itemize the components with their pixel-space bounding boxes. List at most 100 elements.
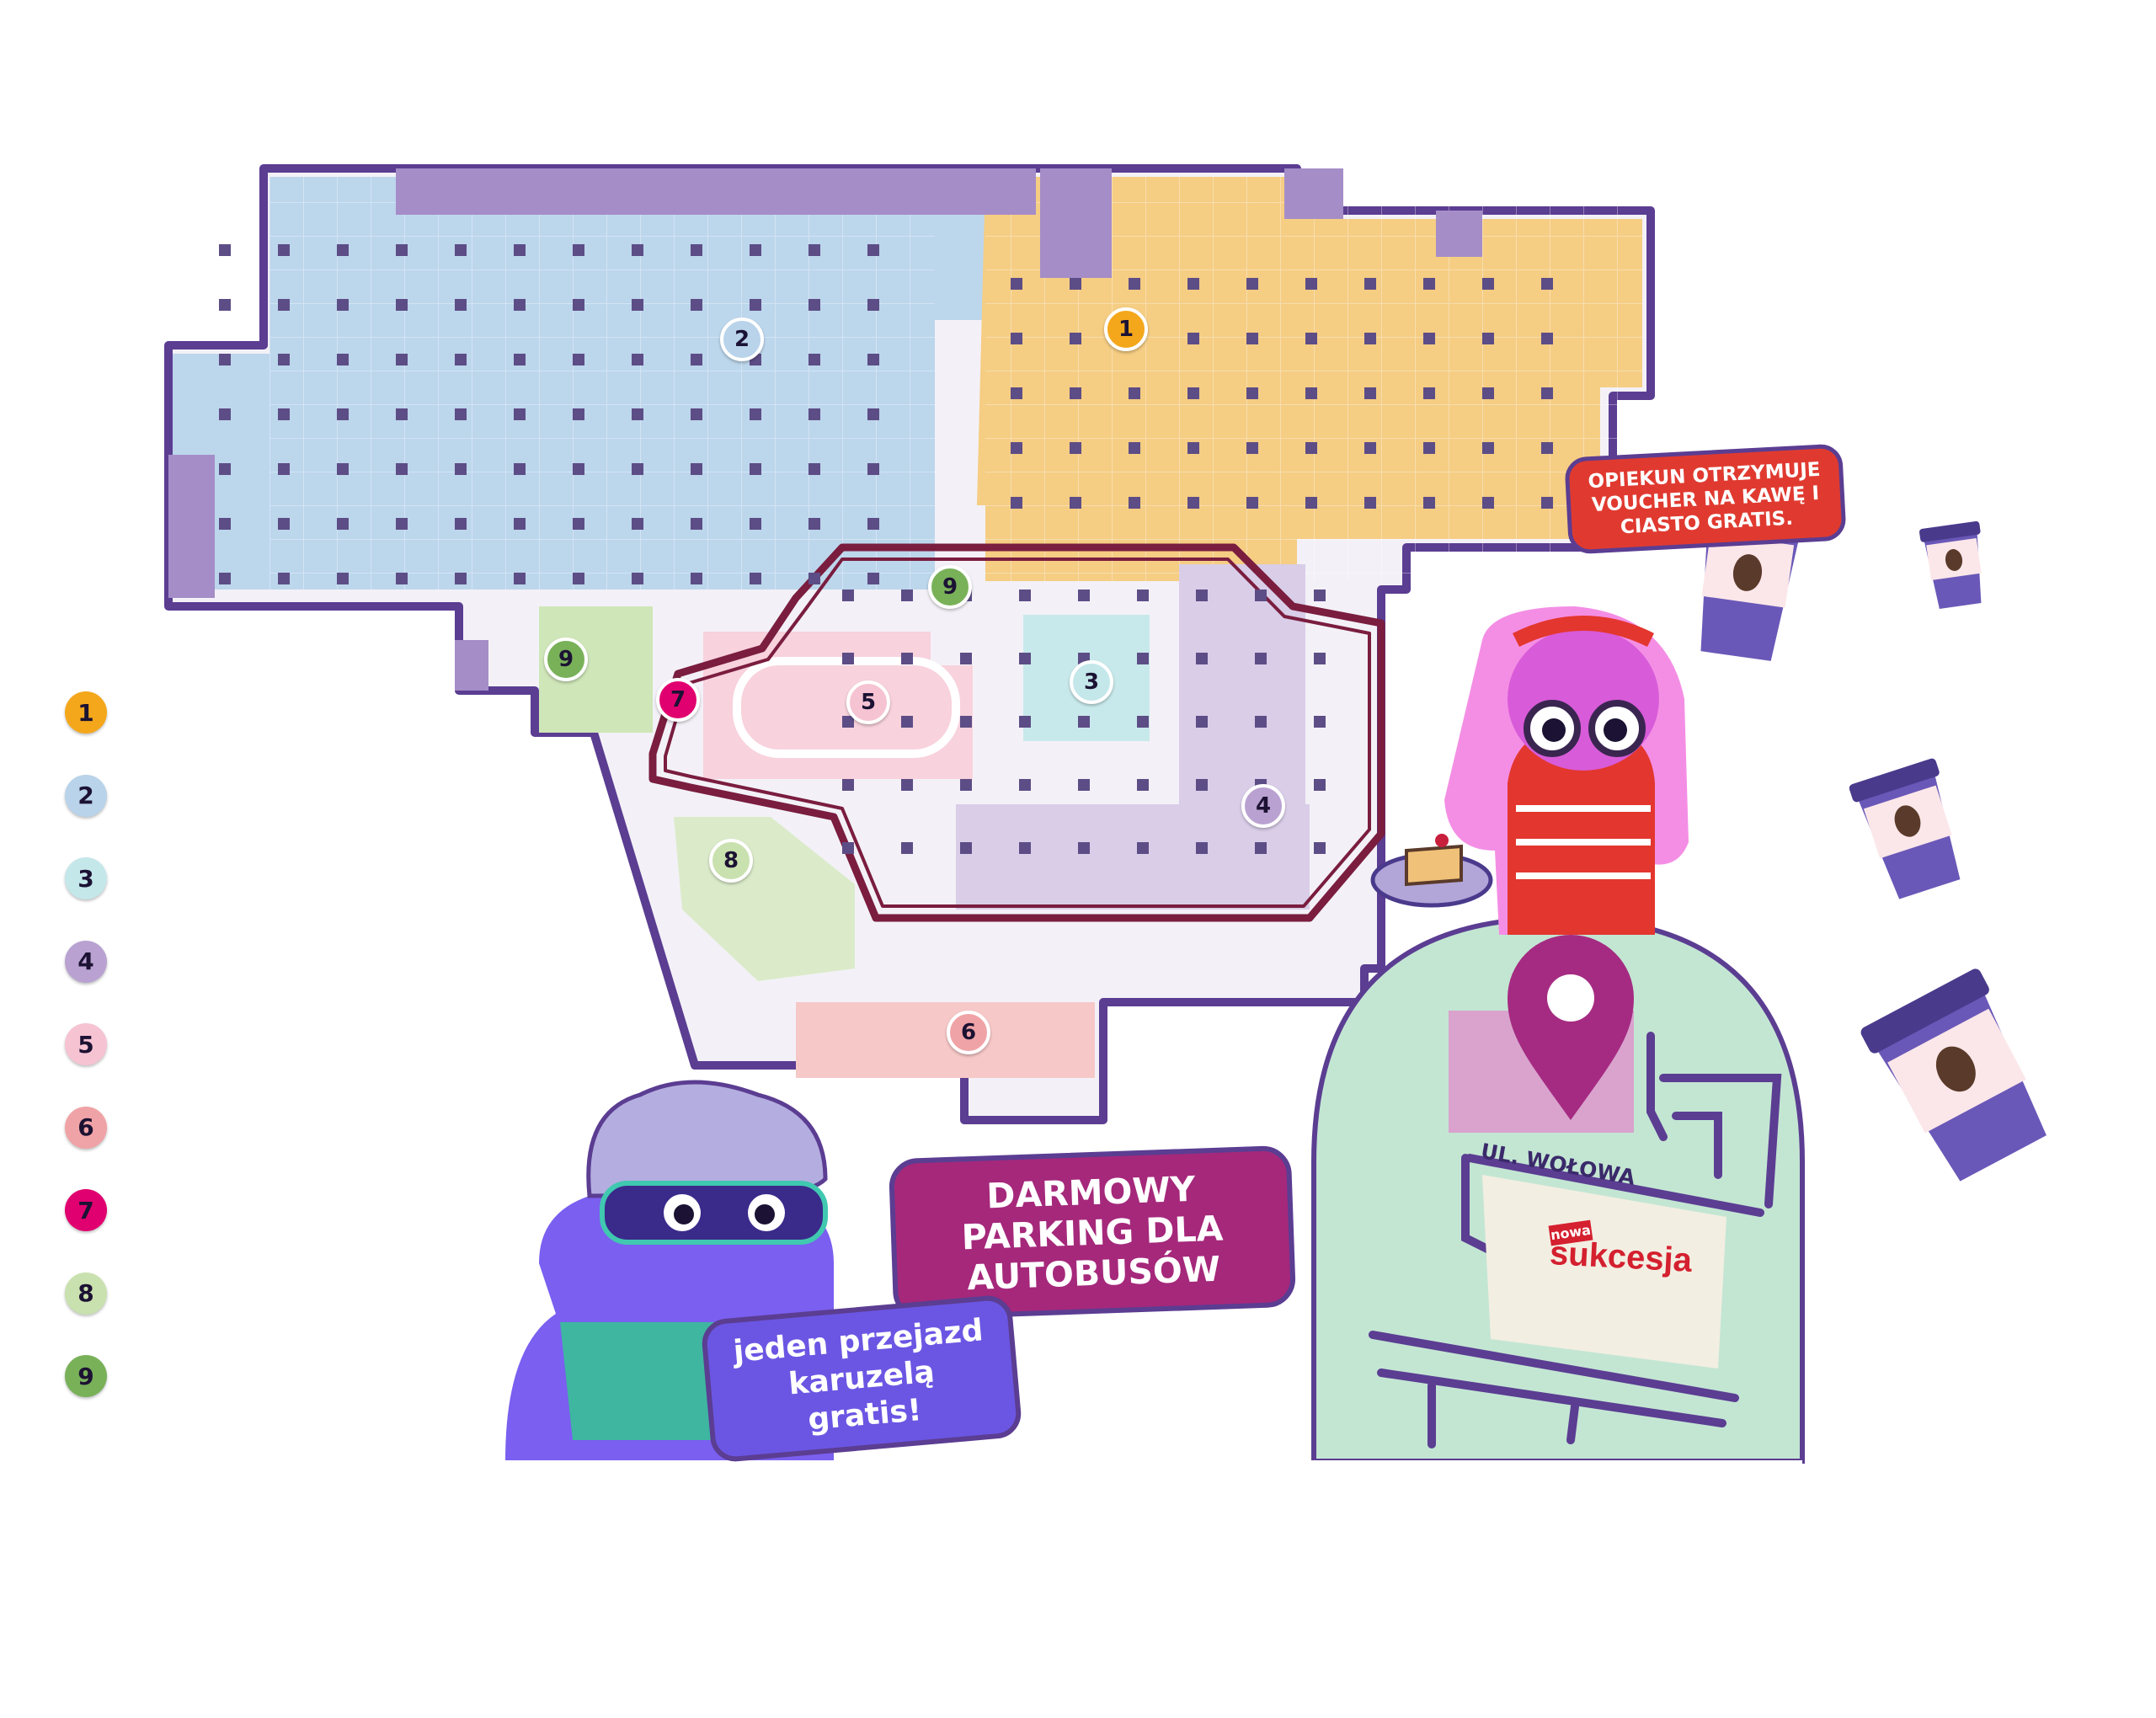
column bbox=[573, 518, 584, 530]
column bbox=[750, 518, 761, 530]
column bbox=[867, 354, 879, 365]
column bbox=[1011, 333, 1022, 344]
column bbox=[808, 408, 820, 420]
column bbox=[396, 463, 408, 475]
map-marker-5[interactable]: 5 bbox=[846, 680, 890, 724]
column bbox=[278, 354, 290, 365]
column bbox=[691, 408, 702, 420]
column bbox=[1019, 842, 1031, 854]
column bbox=[337, 408, 349, 420]
column bbox=[1196, 653, 1208, 664]
column bbox=[219, 573, 231, 584]
map-marker-1[interactable]: 1 bbox=[1104, 307, 1148, 351]
column bbox=[573, 244, 584, 256]
column bbox=[337, 299, 349, 311]
column bbox=[1541, 333, 1553, 344]
column bbox=[960, 842, 972, 854]
column bbox=[455, 244, 467, 256]
column bbox=[573, 408, 584, 420]
column bbox=[1019, 779, 1031, 791]
column bbox=[901, 653, 913, 664]
column bbox=[691, 463, 702, 475]
map-marker-9[interactable]: 9 bbox=[928, 565, 972, 609]
column bbox=[1482, 497, 1494, 509]
zone-2-area bbox=[173, 177, 985, 590]
zone-4-area bbox=[956, 564, 1310, 910]
column bbox=[1137, 590, 1149, 601]
map-marker-3[interactable]: 3 bbox=[1070, 660, 1113, 704]
column bbox=[1246, 387, 1258, 399]
column bbox=[1246, 333, 1258, 344]
map-marker-6[interactable]: 6 bbox=[947, 1011, 990, 1054]
column bbox=[573, 463, 584, 475]
column bbox=[396, 408, 408, 420]
column bbox=[337, 573, 349, 584]
column bbox=[337, 463, 349, 475]
column bbox=[1129, 387, 1140, 399]
column bbox=[337, 518, 349, 530]
building-columns bbox=[219, 244, 1553, 854]
column bbox=[960, 779, 972, 791]
column bbox=[1137, 653, 1149, 664]
column bbox=[867, 573, 879, 584]
column bbox=[455, 573, 467, 584]
column bbox=[1196, 590, 1208, 601]
column bbox=[1305, 442, 1317, 454]
column bbox=[278, 573, 290, 584]
column bbox=[278, 408, 290, 420]
legend-badge-5: 5 bbox=[65, 1023, 107, 1065]
column bbox=[901, 842, 913, 854]
legend-badge-3: 3 bbox=[65, 857, 107, 899]
wall-blocks bbox=[168, 168, 1482, 691]
column bbox=[514, 518, 526, 530]
column bbox=[750, 573, 761, 584]
column bbox=[1011, 442, 1022, 454]
column bbox=[219, 299, 231, 311]
column bbox=[1137, 842, 1149, 854]
column bbox=[337, 244, 349, 256]
column bbox=[1070, 333, 1081, 344]
column bbox=[1078, 842, 1090, 854]
coffee-cup-icon bbox=[1860, 968, 2047, 1182]
column bbox=[573, 573, 584, 584]
column bbox=[691, 299, 702, 311]
column bbox=[1255, 590, 1267, 601]
column bbox=[1541, 442, 1553, 454]
column bbox=[278, 244, 290, 256]
column bbox=[808, 463, 820, 475]
column bbox=[1423, 387, 1435, 399]
legend-badge-8: 8 bbox=[65, 1272, 107, 1315]
map-marker-2[interactable]: 2 bbox=[720, 317, 764, 361]
column bbox=[514, 244, 526, 256]
column bbox=[808, 299, 820, 311]
zone-6-area bbox=[796, 1002, 1095, 1078]
column bbox=[1187, 333, 1199, 344]
column bbox=[1305, 278, 1317, 290]
column bbox=[455, 299, 467, 311]
column bbox=[1423, 333, 1435, 344]
column bbox=[1482, 442, 1494, 454]
map-marker-8[interactable]: 8 bbox=[709, 839, 753, 883]
column bbox=[632, 408, 643, 420]
coffee-cup-icon bbox=[1919, 520, 1982, 609]
column bbox=[901, 779, 913, 791]
map-marker-7[interactable]: 7 bbox=[656, 678, 700, 722]
column bbox=[632, 518, 643, 530]
column bbox=[219, 354, 231, 365]
column bbox=[808, 354, 820, 365]
legend-badge-9: 9 bbox=[65, 1355, 107, 1397]
legend-badge-1: 1 bbox=[65, 691, 107, 734]
map-marker-9[interactable]: 9 bbox=[544, 638, 588, 681]
column bbox=[1423, 497, 1435, 509]
map-marker-4[interactable]: 4 bbox=[1241, 784, 1285, 828]
column bbox=[1364, 333, 1376, 344]
column bbox=[842, 653, 854, 664]
column bbox=[842, 779, 854, 791]
column bbox=[960, 653, 972, 664]
column bbox=[1314, 779, 1326, 791]
column bbox=[1070, 497, 1081, 509]
legend-badge-7: 7 bbox=[65, 1189, 107, 1231]
column bbox=[1187, 497, 1199, 509]
column bbox=[1078, 590, 1090, 601]
column bbox=[842, 842, 854, 854]
